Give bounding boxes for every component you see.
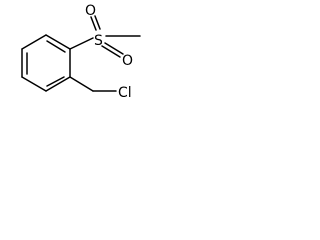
ring-bond-c4-c5 — [21, 76, 47, 92]
methylsulfonyl-group: S O O — [69, 3, 141, 69]
chemical-structure: S O O Cl — [21, 3, 141, 101]
ring-bond-c6-c1 — [21, 34, 47, 50]
benzene-ring — [21, 34, 71, 92]
sulfur-atom-label: S — [94, 33, 103, 49]
ring-double-bond-inner-1 — [46, 40, 66, 53]
bond-sulfur-oxygen-top-1 — [90, 16, 97, 31]
bond-sulfur-oxygen-bottom-1 — [101, 45, 121, 58]
ring-bond-c3-c4 — [45, 76, 71, 92]
oxygen-bottom-label: O — [122, 53, 133, 69]
bond-sulfur-oxygen-bottom-2 — [104, 42, 124, 55]
ring-bond-c1-c2 — [45, 34, 71, 50]
bond-ring-sulfur — [69, 37, 94, 50]
ring-double-bond-inner-2 — [46, 76, 65, 87]
bond-sulfur-oxygen-top-2 — [94, 15, 101, 30]
chloromethyl-group: Cl — [69, 76, 132, 101]
chlorine-atom-label: Cl — [118, 85, 132, 101]
oxygen-top-label: O — [85, 3, 96, 19]
bond-ring-ch2 — [69, 76, 94, 92]
